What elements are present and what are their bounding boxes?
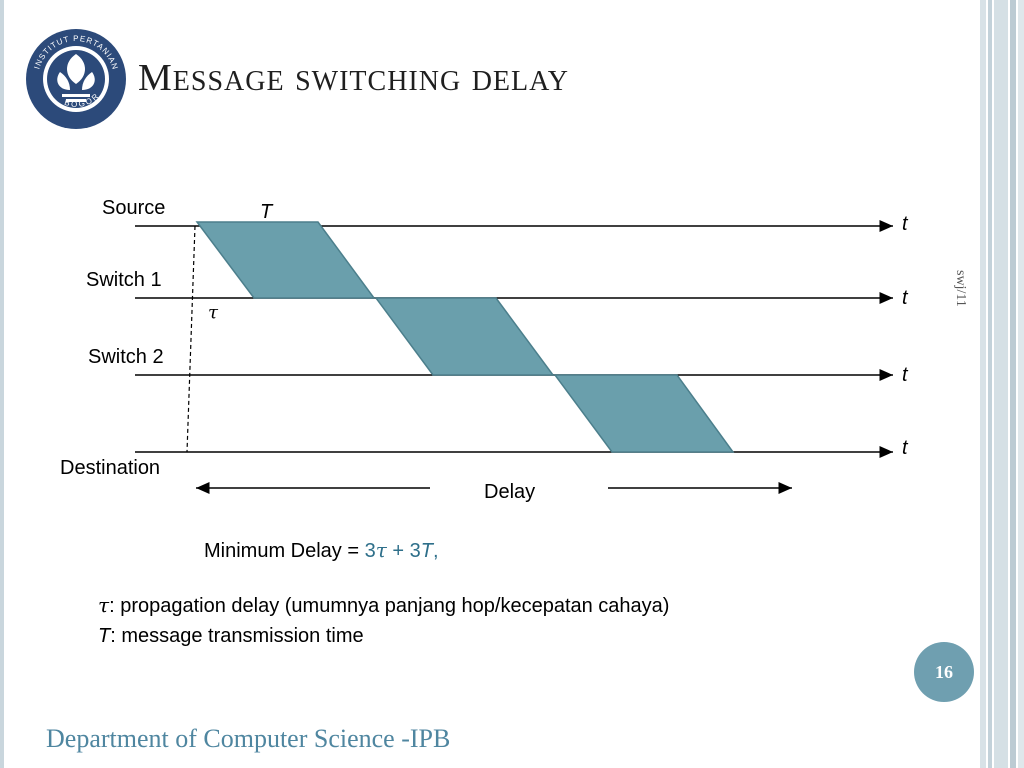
message-hop-3 [553, 374, 735, 453]
propagation-delay-label: τ [208, 302, 219, 323]
row-label-destination: Destination [60, 457, 160, 479]
minimum-delay-formula: Minimum Delay = 3τ + 3T, [204, 538, 439, 562]
page-title: Message switching delay [138, 57, 569, 99]
page-number-badge: 16 [914, 642, 974, 702]
message-hop-1 [195, 221, 376, 299]
delay-label: Delay [484, 481, 535, 503]
time-label-2: t [902, 287, 909, 309]
right-border-stripes [980, 0, 1024, 768]
time-label-1: t [902, 213, 909, 235]
time-label-3: t [902, 364, 909, 386]
left-border [0, 0, 4, 768]
dashed-reference-line [186, 225, 196, 453]
legend-tau: τ: propagation delay (umumnya panjang ho… [98, 593, 670, 617]
transmission-time-label: T [260, 201, 274, 223]
legend-T: T: message transmission time [98, 625, 364, 647]
row-label-switch1: Switch 1 [86, 269, 162, 291]
message-hop-2 [374, 297, 555, 376]
row-label-switch2: Switch 2 [88, 346, 164, 368]
row-label-source: Source [102, 197, 165, 219]
legend: τ: propagation delay (umumnya panjang ho… [98, 590, 669, 651]
ipb-logo-icon: INSTITUT PERTANIAN BOGOR [26, 29, 126, 129]
footer-text: Department of Computer Science -IPB [46, 724, 451, 753]
time-label-4: t [902, 437, 909, 459]
